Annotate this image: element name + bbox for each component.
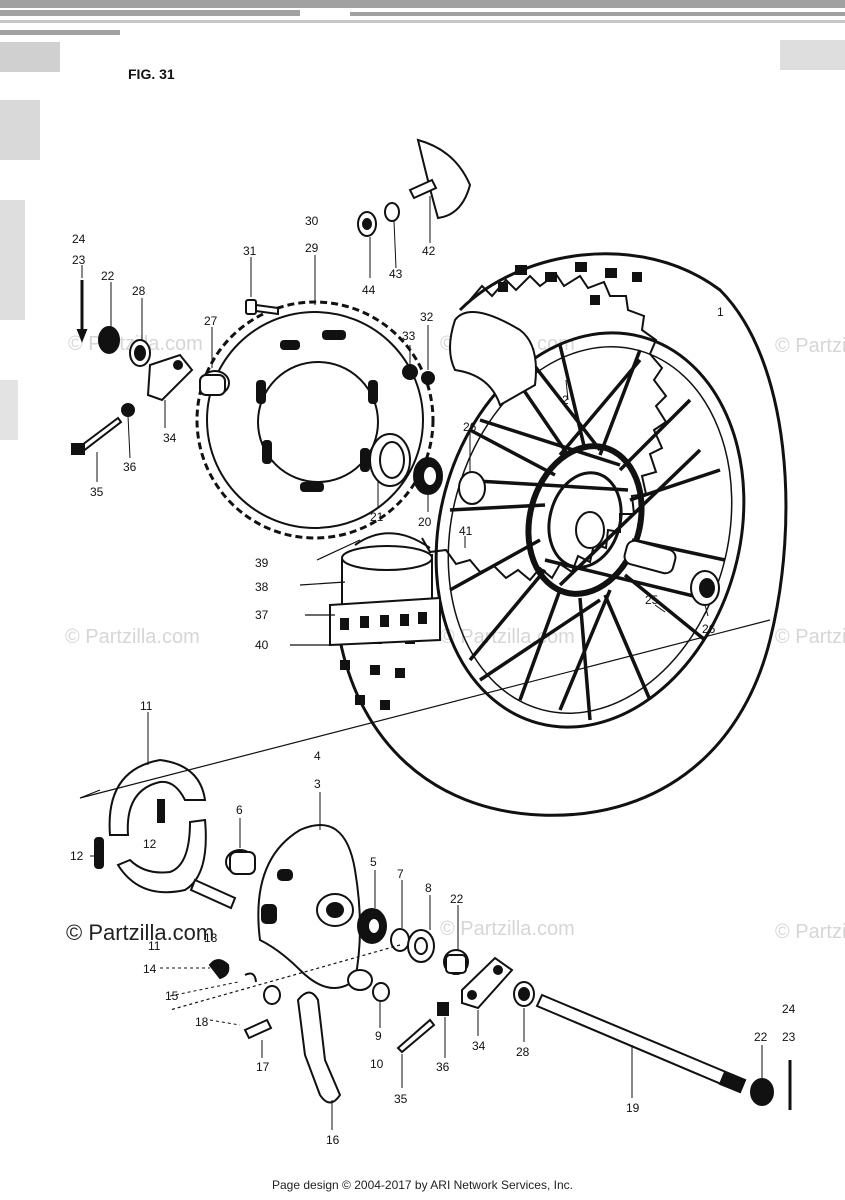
callout-label: 39 xyxy=(255,556,269,570)
callout-label: 5 xyxy=(370,855,377,869)
right-chain-adjuster xyxy=(396,956,535,1054)
callout-label: 35 xyxy=(394,1092,408,1106)
brake-panel xyxy=(189,824,373,1104)
rear-axle xyxy=(535,993,792,1110)
watermark: © Partzilla.com xyxy=(775,921,845,943)
watermarks: © Partzilla.com © Partzilla.com © Partzi… xyxy=(65,333,845,945)
callout-label: 7 xyxy=(397,867,404,881)
hub-bearings xyxy=(369,433,720,606)
leader-lines xyxy=(81,196,763,1130)
brake-shoes xyxy=(94,758,207,894)
sprocket-cover xyxy=(408,138,472,220)
callout-label: 31 xyxy=(243,244,257,258)
hub-damper xyxy=(329,532,441,647)
callout-label: 11 xyxy=(140,699,153,713)
callout-label: 24 xyxy=(782,1002,796,1016)
callout-label: 28 xyxy=(516,1045,530,1059)
callout-label: 43 xyxy=(389,267,403,281)
callout-label: 15 xyxy=(165,989,179,1003)
callout-label: 33 xyxy=(402,329,416,343)
callout-label: 32 xyxy=(420,310,434,324)
callout-label: 38 xyxy=(255,580,269,594)
callout-label: 10 xyxy=(370,1057,384,1071)
callout-label: 28 xyxy=(132,284,146,298)
watermark: © Partzilla.com xyxy=(66,920,214,945)
footer-copyright: Page design © 2004-2017 by ARI Network S… xyxy=(271,1178,573,1192)
callout-label: 4 xyxy=(314,749,321,763)
watermark: © Partzilla.com xyxy=(65,626,200,648)
callout-label: 12 xyxy=(143,837,157,851)
callout-label: 23 xyxy=(782,1030,796,1044)
left-chain-adjuster xyxy=(71,280,230,455)
callout-label: 26 xyxy=(702,622,716,636)
rim-band xyxy=(449,311,537,407)
right-hub-parts xyxy=(357,908,469,1002)
callout-label: 3 xyxy=(314,777,321,791)
callout-label: 22 xyxy=(754,1030,768,1044)
callout-label: 21 xyxy=(370,510,384,524)
callout-label: 34 xyxy=(472,1039,486,1053)
callout-label: 16 xyxy=(326,1133,340,1147)
callouts: 24 23 22 28 27 31 30 29 44 43 42 33 32 3… xyxy=(70,214,796,1147)
explosion-lines xyxy=(79,539,771,1011)
callout-label: 36 xyxy=(436,1060,450,1074)
callout-label: 25 xyxy=(645,593,659,607)
watermark: © Partzilla.com xyxy=(775,626,845,648)
callout-label: 41 xyxy=(459,524,473,538)
callout-label: 24 xyxy=(72,232,86,246)
callout-label: 27 xyxy=(204,314,218,328)
callout-label: 19 xyxy=(626,1101,640,1115)
callout-label: 14 xyxy=(143,962,157,976)
callout-label: 42 xyxy=(422,244,436,258)
callout-label: 26 xyxy=(463,420,477,434)
callout-label: 23 xyxy=(72,253,86,267)
callout-label: 20 xyxy=(418,515,432,529)
callout-label: 2 xyxy=(562,393,569,407)
callout-label: 22 xyxy=(450,892,464,906)
callout-label: 12 xyxy=(70,849,84,863)
watermark: © Partzilla.com xyxy=(775,335,845,357)
callout-label: 44 xyxy=(362,283,376,297)
callout-label: 1 xyxy=(717,305,724,319)
callout-label: 18 xyxy=(195,1015,209,1029)
callout-label: 22 xyxy=(101,269,115,283)
sprocket xyxy=(195,300,435,540)
callout-label: 17 xyxy=(256,1060,270,1074)
callout-label: 9 xyxy=(375,1029,382,1043)
sprocket-nuts xyxy=(357,202,435,385)
callout-label: 35 xyxy=(90,485,104,499)
figure-label: FIG. 31 xyxy=(128,66,175,82)
rear-wheel xyxy=(338,252,788,817)
callout-label: 13 xyxy=(204,931,218,945)
callout-label: 11 xyxy=(148,939,161,953)
watermark: © Partzilla.com xyxy=(440,918,575,940)
sprocket-bolt xyxy=(245,299,279,316)
callout-label: 30 xyxy=(305,214,319,228)
callout-label: 6 xyxy=(236,803,243,817)
callout-label: 34 xyxy=(163,431,177,445)
callout-label: 40 xyxy=(255,638,269,652)
callout-label: 36 xyxy=(123,460,137,474)
callout-label: 37 xyxy=(255,608,269,622)
callout-label: 29 xyxy=(305,241,319,255)
scan-noise xyxy=(0,0,845,440)
callout-label: 8 xyxy=(425,881,432,895)
